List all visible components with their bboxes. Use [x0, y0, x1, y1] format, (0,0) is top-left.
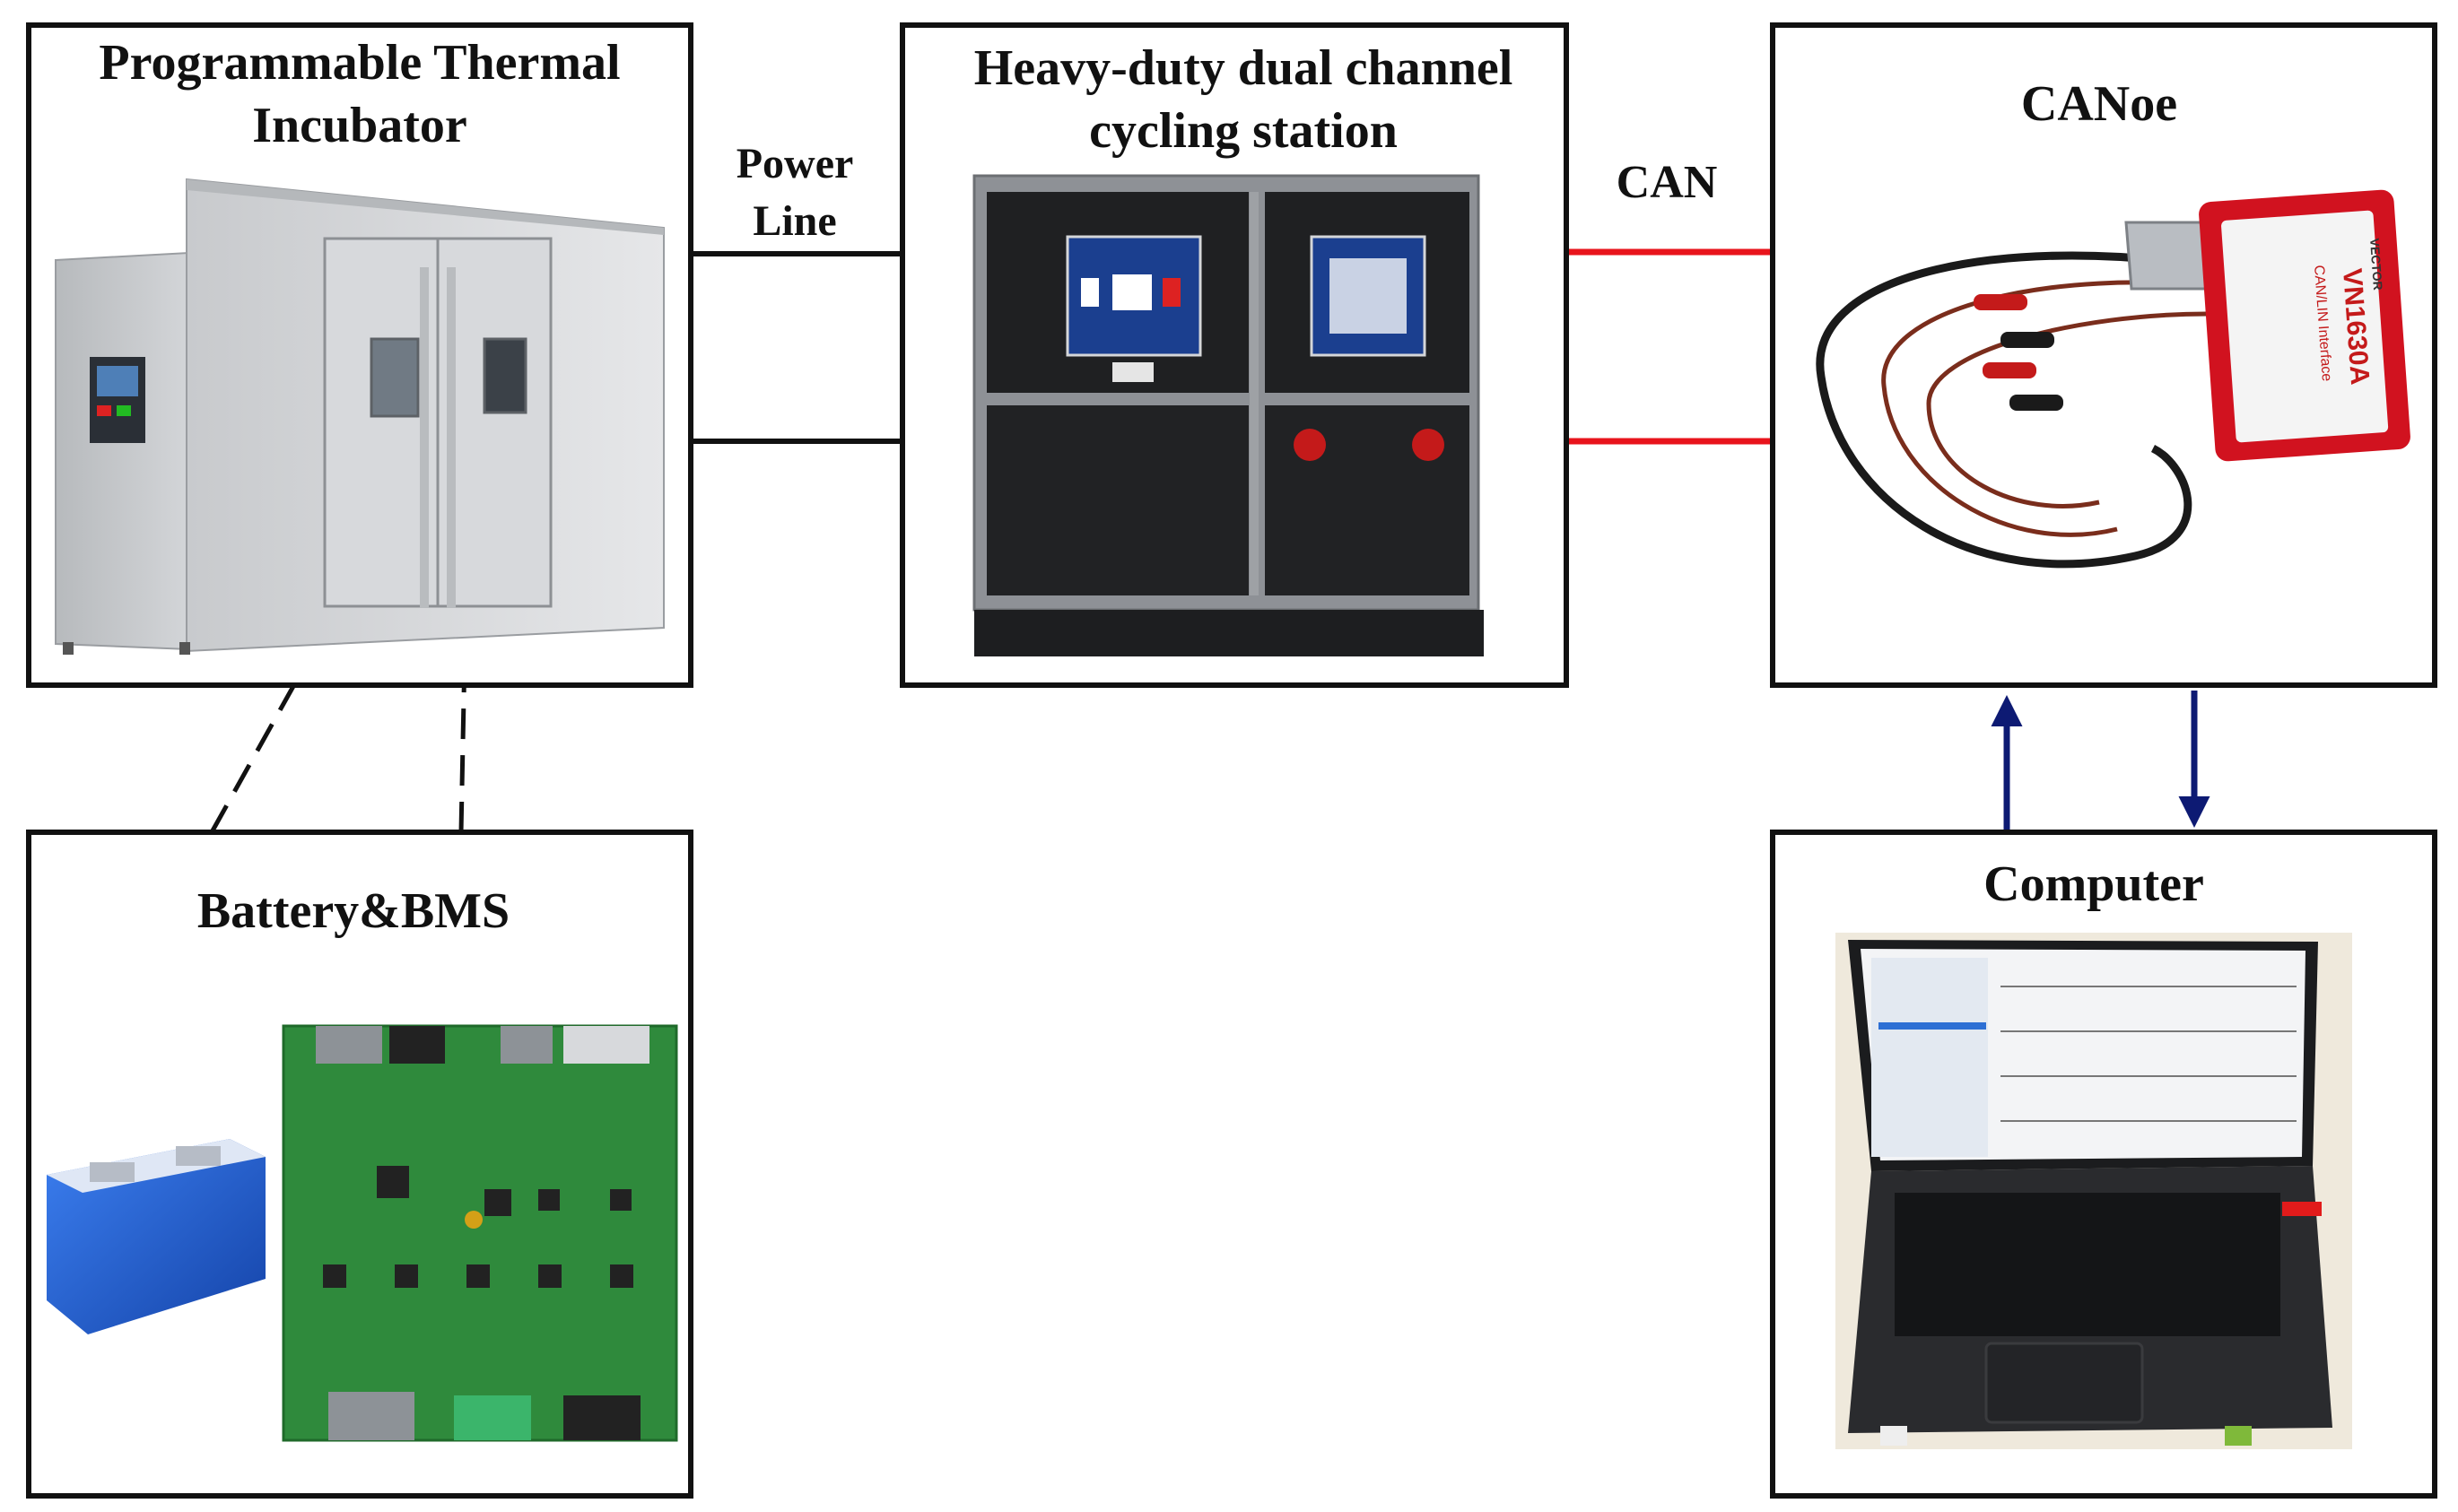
cycler-title-line2: cycling station — [1089, 103, 1398, 159]
door-window-left — [370, 337, 420, 418]
touchpad — [1984, 1342, 2144, 1424]
incubator-box: Programmable Thermal Incubator — [26, 22, 693, 688]
computer-title: Computer — [1983, 856, 2204, 912]
dashed-link-right — [458, 385, 473, 833]
terminal-knob-right — [1412, 429, 1444, 461]
canoe-box: CANoe VN1630A CAN/LIN Interface VECTOR — [1770, 22, 2437, 688]
cycler-box: Heavy-duty dual channel cycling station — [900, 22, 1569, 688]
device-brand-label: VECTOR — [2367, 238, 2385, 291]
can-label: CAN — [1617, 157, 1718, 208]
vn1630a-device: VN1630A CAN/LIN Interface VECTOR — [2199, 189, 2410, 462]
incubator-title-line2: Incubator — [252, 98, 467, 153]
power-lines — [693, 251, 902, 444]
battery-cell-image — [47, 1139, 266, 1334]
cycler-title-line1: Heavy-duty dual channel — [974, 40, 1513, 96]
data-arrows — [1991, 691, 2210, 832]
keyboard — [1895, 1193, 2280, 1336]
cycling-station-image — [972, 174, 1484, 656]
power-line-label-2: Line — [753, 197, 836, 245]
bms-board-image — [282, 1024, 678, 1442]
laptop-image — [1835, 933, 2352, 1449]
door-window-right — [483, 337, 527, 414]
incubator-title-line1: Programmable Thermal — [99, 35, 620, 91]
battery-bms-title: Battery&BMS — [197, 883, 510, 939]
can-interface-image: VN1630A CAN/LIN Interface VECTOR — [1816, 189, 2410, 569]
computer-box: Computer — [1770, 830, 2437, 1499]
terminal-knob-left — [1294, 429, 1326, 461]
battery-bms-box: Battery&BMS — [26, 830, 693, 1499]
thermal-incubator-image — [55, 178, 665, 655]
power-line-label-1: Power — [737, 140, 854, 187]
can-lines — [1566, 248, 1773, 445]
canoe-title: CANoe — [2021, 76, 2177, 132]
